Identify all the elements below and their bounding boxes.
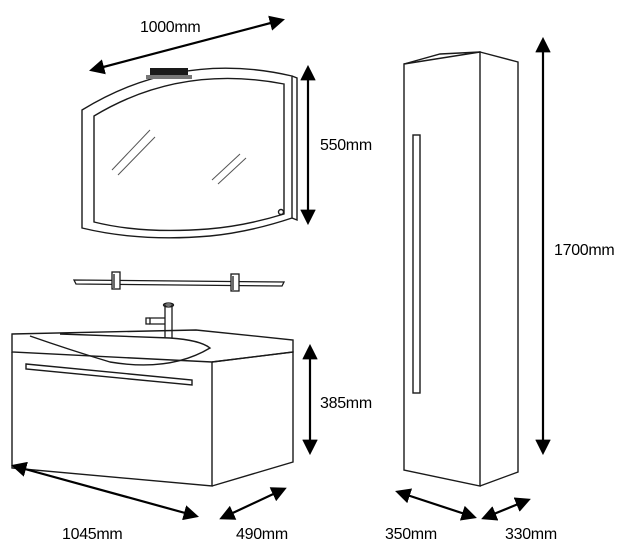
tall-cabinet-depth-label: 330mm [505, 526, 557, 543]
mirror-light-fixture-icon [146, 68, 192, 79]
tall-cabinet [403, 51, 519, 487]
tall-cabinet-side [479, 51, 519, 487]
mirror-width-arrow [89, 15, 285, 75]
vanity-width-label: 1045mm [62, 526, 122, 543]
faucet-icon [145, 302, 175, 338]
vanity-depth-arrow [219, 487, 287, 520]
vanity-cabinet-side [211, 351, 294, 487]
tall-cabinet-width-label: 350mm [385, 526, 437, 543]
mirror-glass [93, 77, 285, 232]
mirror-outer-frame [81, 67, 293, 239]
basin-bowl [29, 333, 212, 366]
mirror-switch-icon [277, 208, 285, 216]
tall-cabinet-depth-arrow [481, 497, 531, 521]
mirror-height-label: 550mm [320, 137, 372, 154]
vanity-height-label: 385mm [320, 395, 372, 412]
vanity-depth-label: 490mm [236, 526, 288, 543]
tall-cabinet-front [403, 51, 481, 487]
glass-shelf [72, 271, 286, 292]
mirror-width-label: 1000mm [140, 19, 200, 36]
tall-cabinet-width-arrow [395, 488, 477, 521]
mirror [81, 67, 298, 239]
vanity-unit [11, 329, 294, 487]
drawer-handle [25, 363, 193, 386]
tall-cabinet-height-label: 1700mm [554, 242, 614, 259]
vanity-width-arrow [11, 461, 199, 521]
mirror-side [291, 75, 298, 222]
glass-reflection-icon [111, 129, 247, 185]
tall-cabinet-handle [412, 134, 421, 394]
